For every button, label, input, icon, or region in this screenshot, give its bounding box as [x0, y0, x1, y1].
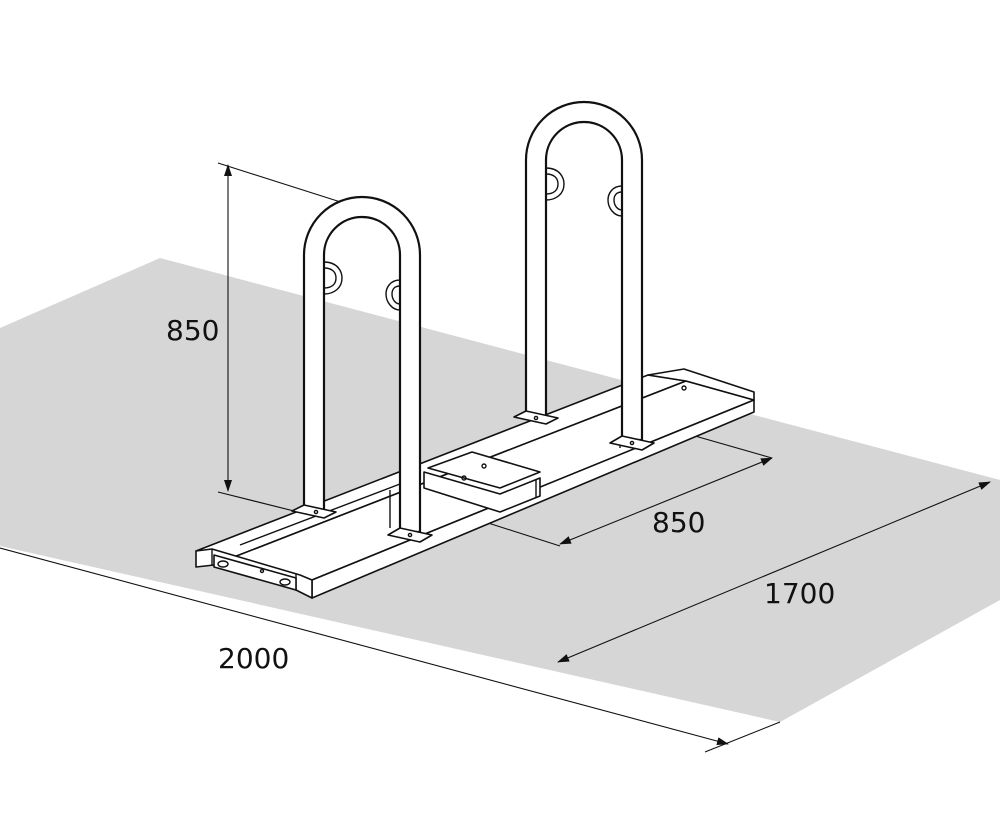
rear-u-rack: [513, 100, 655, 451]
length-label: 2000: [218, 642, 289, 675]
front-u-rack: [291, 195, 433, 543]
rack-spacing-label: 850: [652, 506, 705, 539]
height-label: 850: [166, 314, 219, 347]
dimension-length: [0, 547, 781, 753]
dimension-width: [557, 481, 991, 663]
width-label: 1700: [764, 577, 835, 610]
